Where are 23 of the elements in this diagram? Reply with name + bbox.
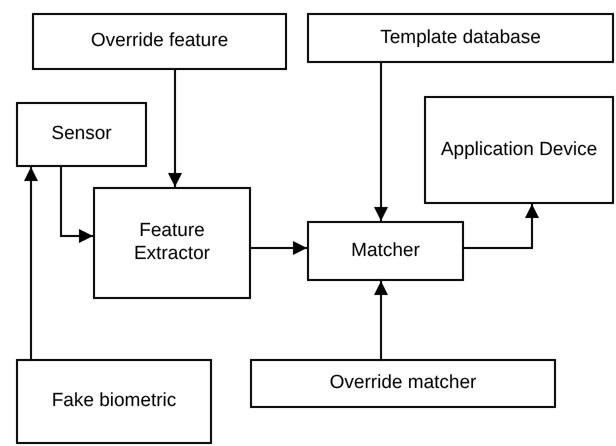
arrow bbox=[374, 63, 388, 221]
arrow bbox=[251, 241, 307, 255]
arrow bbox=[60, 167, 93, 243]
box-label: Sensor bbox=[50, 123, 113, 146]
process-box bbox=[93, 187, 251, 299]
arrow bbox=[168, 70, 182, 187]
arrow bbox=[374, 281, 388, 359]
process-box bbox=[307, 13, 614, 63]
process-box bbox=[16, 102, 147, 167]
arrow bbox=[464, 204, 539, 249]
process-box bbox=[424, 96, 614, 204]
box-label: Application Device bbox=[440, 138, 598, 162]
box-label: Feature Extractor bbox=[132, 220, 212, 266]
box-label: Override matcher bbox=[328, 372, 478, 395]
process-box bbox=[307, 221, 464, 281]
box-label: Override feature bbox=[90, 30, 230, 53]
box-label: Fake biometric bbox=[50, 390, 178, 413]
process-box bbox=[250, 359, 556, 408]
process-box bbox=[16, 359, 212, 444]
box-label: Matcher bbox=[350, 240, 421, 262]
box-label: Template database bbox=[379, 26, 542, 50]
process-box bbox=[32, 13, 287, 70]
arrow bbox=[24, 167, 38, 359]
